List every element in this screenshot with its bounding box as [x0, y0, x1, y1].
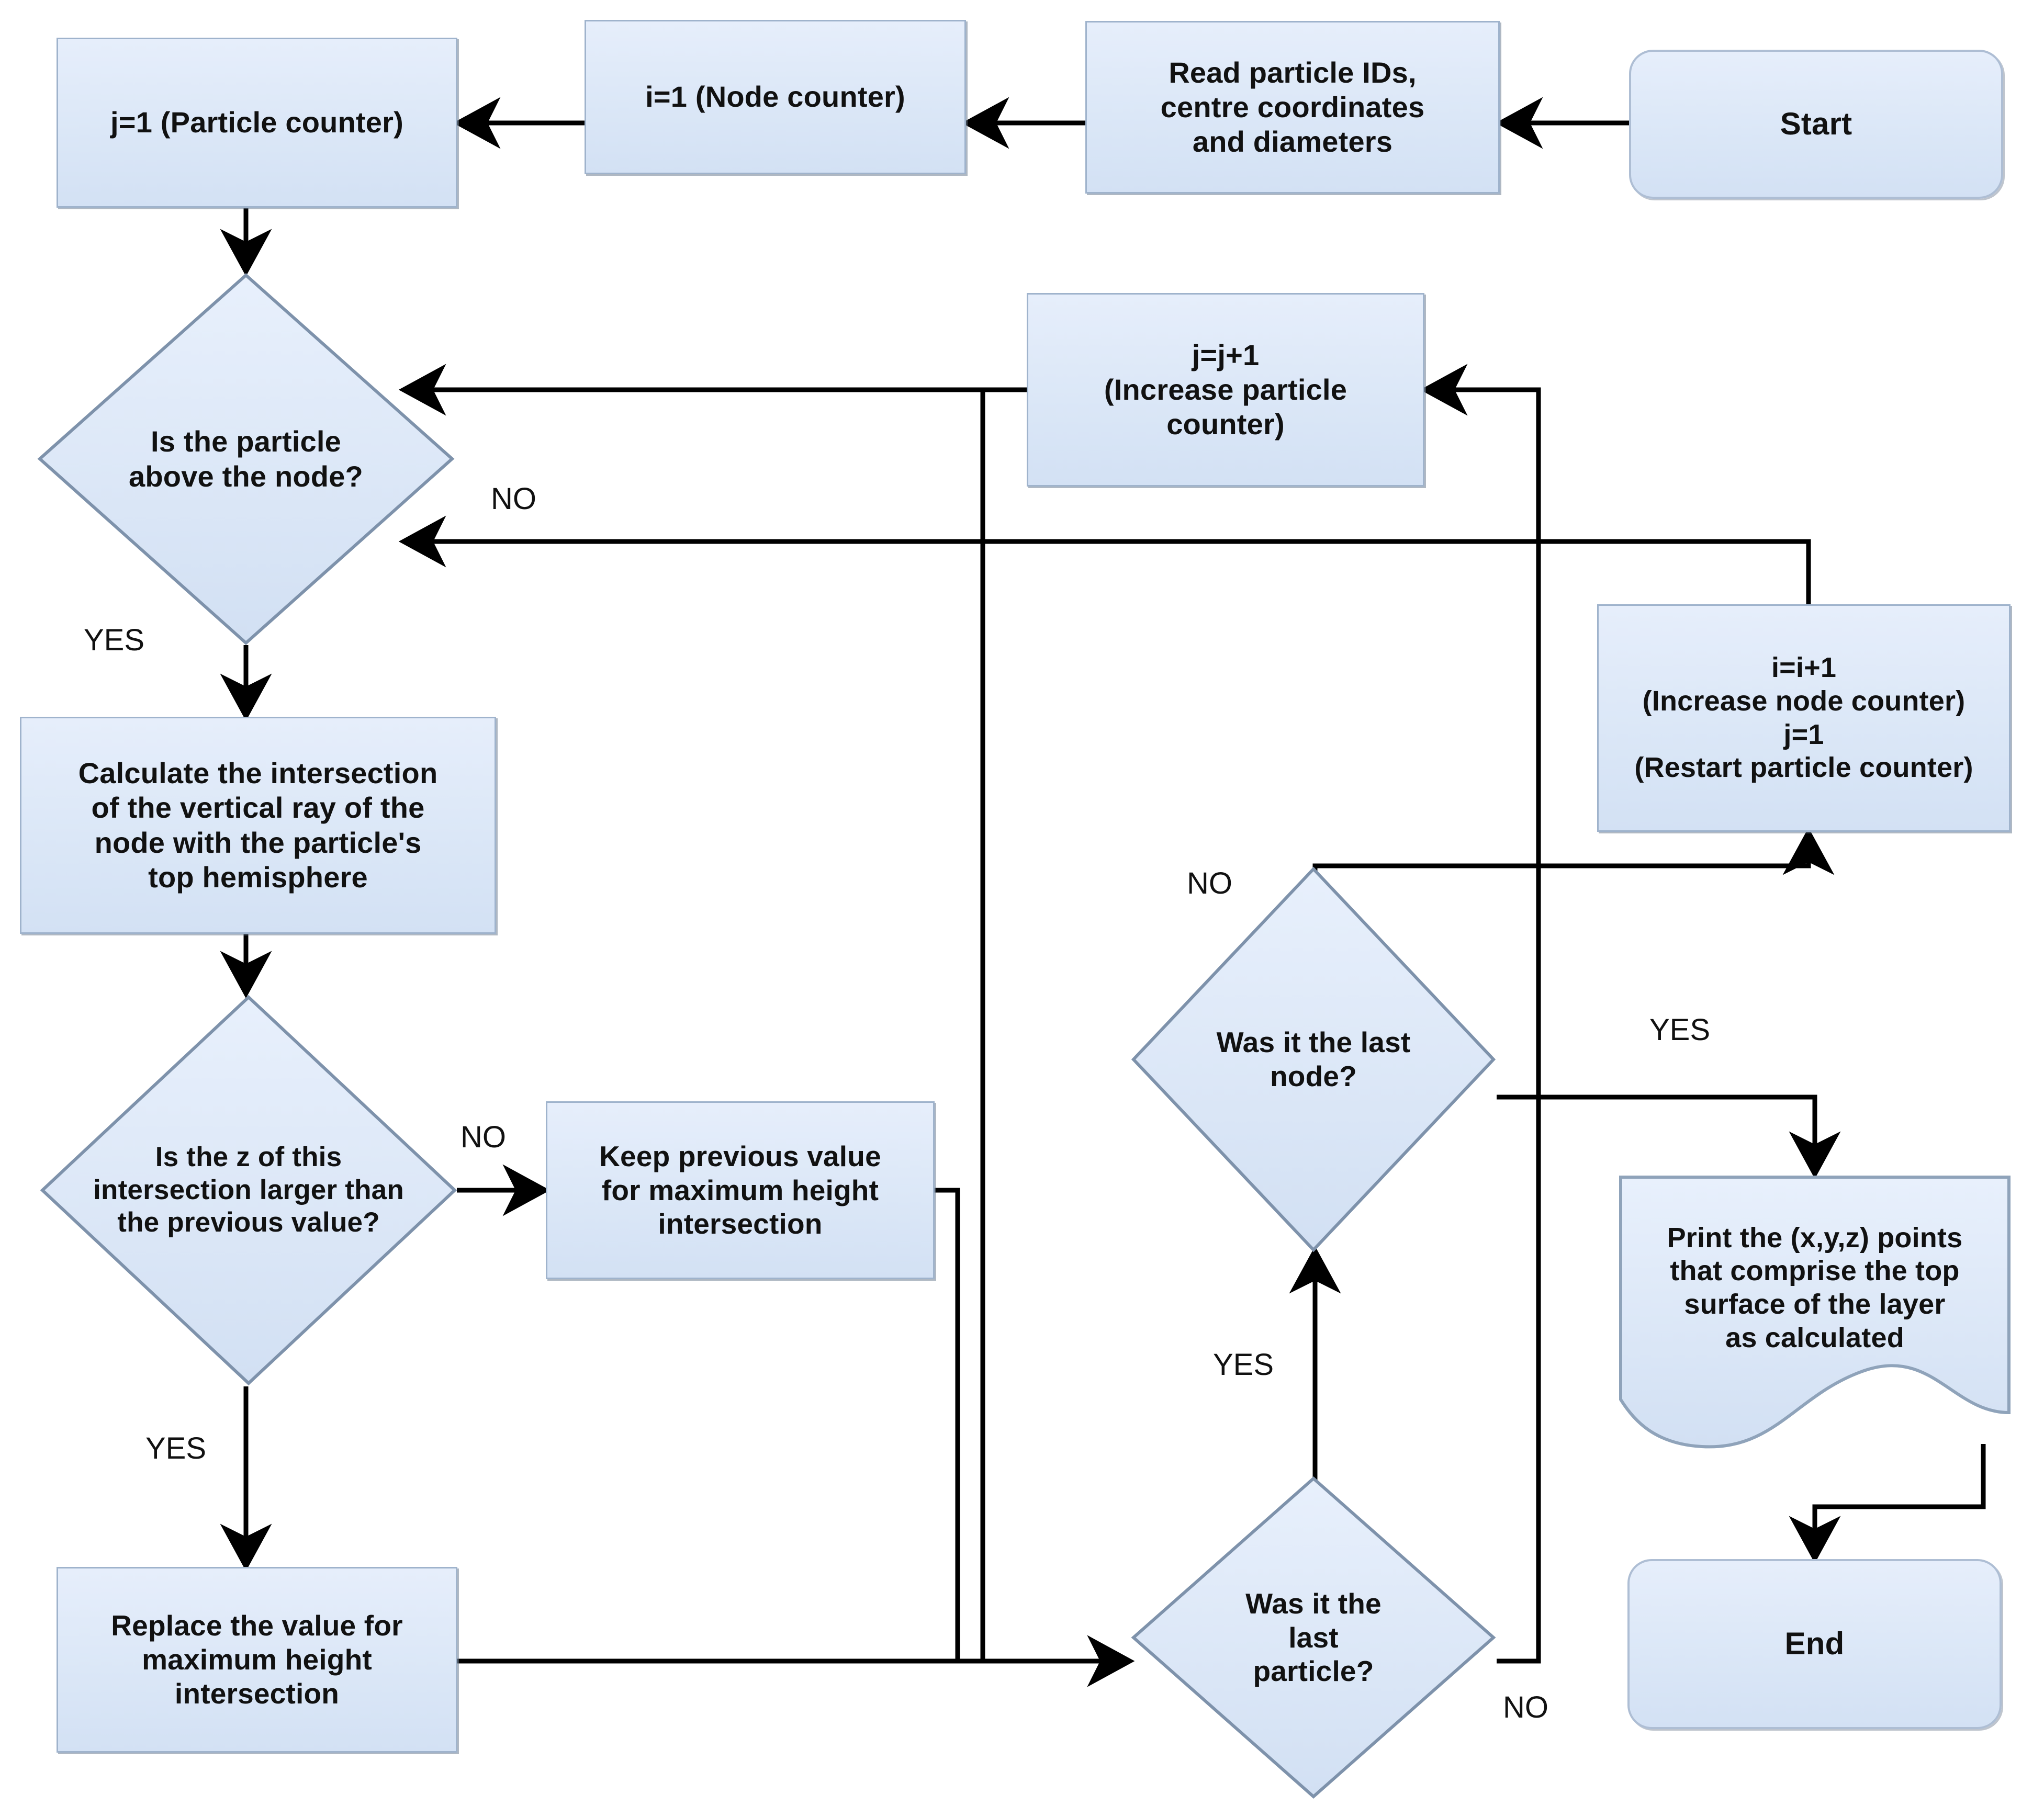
node-increase-particle-counter[interactable]: j=j+1 (Increase particle counter): [1027, 293, 1424, 487]
node-decision-z-larger-label: Is the z of this intersection larger tha…: [93, 1142, 404, 1238]
node-read-inputs-label: Read particle IDs, centre coordinates an…: [1160, 55, 1425, 159]
node-replace-value[interactable]: Replace the value for maximum height int…: [57, 1567, 457, 1753]
node-calculate-intersection[interactable]: Calculate the intersection of the vertic…: [20, 717, 496, 934]
node-decision-particle-above-label: Is the particle above the node?: [129, 425, 363, 493]
node-keep-previous-value-label: Keep previous value for maximum height i…: [599, 1139, 881, 1240]
node-increase-node-counter-label: i=i+1 (Increase node counter) j=1 (Resta…: [1634, 652, 1973, 784]
edge-label-above-yes: YES: [84, 623, 145, 657]
node-decision-particle-above[interactable]: Is the particle above the node?: [37, 272, 455, 646]
node-keep-previous-value[interactable]: Keep previous value for maximum height i…: [546, 1101, 935, 1279]
edge-incnode-to-decabove: [398, 515, 1811, 604]
node-start[interactable]: Start: [1629, 50, 2003, 199]
edge-label-lastnode-no: NO: [1187, 866, 1232, 900]
edge-print-to-end: [1789, 1444, 1986, 1564]
node-init-particle-counter[interactable]: j=1 (Particle counter): [57, 38, 457, 208]
node-decision-last-node[interactable]: Was it the last node?: [1130, 866, 1497, 1253]
diamond-shape: [40, 995, 457, 1386]
edge-label-lastparticle-yes: YES: [1213, 1348, 1274, 1382]
node-start-label: Start: [1780, 106, 1852, 142]
node-replace-value-label: Replace the value for maximum height int…: [111, 1609, 403, 1710]
edge-keep-to-lastparticle: [935, 1188, 1135, 1687]
node-end[interactable]: End: [1627, 1559, 2002, 1729]
node-calculate-intersection-label: Calculate the intersection of the vertic…: [78, 757, 438, 894]
diamond-shape: [1131, 866, 1496, 1252]
diamond-shape: [37, 273, 455, 646]
node-init-node-counter-label: i=1 (Node counter): [645, 80, 905, 114]
diamond-shape: [1131, 1476, 1496, 1799]
node-init-node-counter[interactable]: i=1 (Node counter): [585, 20, 966, 174]
node-increase-particle-counter-label: j=j+1 (Increase particle counter): [1104, 338, 1347, 441]
node-init-particle-counter-label: j=1 (Particle counter): [110, 106, 403, 139]
node-decision-last-node-label: Was it the last node?: [1216, 1026, 1411, 1092]
node-end-label: End: [1784, 1626, 1845, 1662]
edge-label-lastnode-yes: YES: [1649, 1013, 1711, 1047]
node-print-points-label: Print the (x,y,z) points that comprise t…: [1667, 1222, 1963, 1353]
node-decision-last-particle-label: Was it the last particle?: [1245, 1587, 1382, 1688]
document-shape: [1619, 1176, 2011, 1449]
node-increase-node-counter[interactable]: i=i+1 (Increase node counter) j=1 (Resta…: [1597, 604, 2011, 832]
node-print-points[interactable]: Print the (x,y,z) points that comprise t…: [1618, 1175, 2012, 1452]
node-decision-z-larger[interactable]: Is the z of this intersection larger tha…: [39, 994, 458, 1386]
edge-label-above-no: NO: [491, 482, 536, 516]
node-read-inputs[interactable]: Read particle IDs, centre coordinates an…: [1085, 21, 1500, 194]
edge-label-larger-yes: YES: [145, 1431, 207, 1465]
edge-label-larger-no: NO: [461, 1120, 506, 1154]
edge-lastnode-yes-to-print: [1497, 1094, 1841, 1179]
node-decision-last-particle[interactable]: Was it the last particle?: [1130, 1475, 1497, 1800]
edge-label-lastparticle-no: NO: [1503, 1690, 1548, 1724]
